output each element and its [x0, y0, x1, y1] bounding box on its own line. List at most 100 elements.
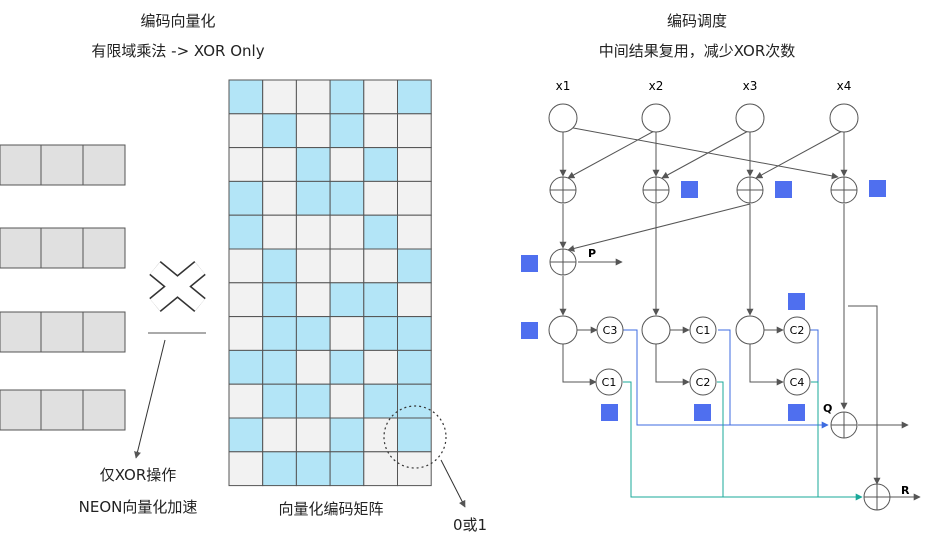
input-node — [735, 103, 765, 133]
blue-square — [775, 181, 792, 198]
note-arrow — [134, 339, 166, 459]
intermediate-node — [548, 315, 578, 345]
schedule-connections — [559, 126, 921, 501]
blue-square — [521, 255, 538, 272]
matrix-label: 向量化编码矩阵 — [278, 500, 383, 518]
coding-matrix — [228, 79, 432, 487]
blue-square — [869, 180, 886, 197]
matrix-cell — [363, 417, 398, 453]
matrix-cell — [262, 451, 297, 487]
coef-node — [596, 316, 624, 344]
matrix-cell — [363, 180, 398, 216]
matrix-cell — [295, 180, 331, 216]
matrix-cell — [228, 180, 264, 216]
matrix-cell — [262, 147, 297, 182]
p-label: P — [588, 247, 596, 260]
matrix-cell — [397, 248, 432, 284]
matrix-cell — [397, 214, 432, 250]
matrix-cell — [397, 417, 432, 453]
matrix-cell — [295, 214, 331, 250]
matrix-cell — [295, 349, 331, 385]
matrix-cell — [228, 248, 264, 284]
matrix-cell — [228, 147, 264, 182]
input-vector — [0, 311, 126, 353]
matrix-cell — [397, 282, 432, 318]
cell-highlight-circle — [383, 405, 447, 469]
coef-label: C2 — [790, 324, 805, 337]
input-vector — [0, 227, 126, 269]
matrix-cell — [262, 214, 297, 250]
coef-label: C2 — [696, 376, 711, 389]
matrix-cell — [397, 180, 432, 216]
intermediate-node — [641, 315, 671, 345]
matrix-cell — [329, 147, 365, 182]
matrix-cell — [329, 113, 365, 149]
input-vector — [0, 389, 126, 431]
matrix-cell — [262, 79, 297, 115]
note-xor-only: 仅XOR操作 — [100, 466, 177, 484]
matrix-cell — [329, 248, 365, 284]
r-connections — [623, 381, 863, 501]
input-vectors — [0, 144, 126, 431]
coef-label: C4 — [790, 376, 805, 389]
matrix-cell — [262, 282, 297, 318]
blue-square — [788, 293, 805, 310]
matrix-cell — [363, 383, 398, 419]
matrix-cell — [397, 147, 432, 182]
matrix-cell — [228, 113, 264, 149]
xor-node — [549, 176, 577, 204]
matrix-cell — [329, 451, 365, 487]
matrix-cell — [262, 417, 297, 453]
matrix-cell — [228, 282, 264, 318]
input-node — [829, 103, 859, 133]
cell-note-arrow — [440, 459, 466, 508]
xor-node-q — [830, 411, 858, 439]
intermediate-node — [735, 315, 765, 345]
blue-square — [788, 404, 805, 421]
xor-node — [736, 176, 764, 204]
input-label-x3: x3 — [743, 79, 758, 93]
matrix-cell — [363, 451, 398, 487]
matrix-cell — [262, 383, 297, 419]
matrix-cell — [363, 248, 398, 284]
matrix-cell — [262, 316, 297, 351]
multiply-icon — [149, 261, 206, 312]
coef-label: C1 — [602, 376, 617, 389]
q-label: Q — [823, 402, 832, 415]
matrix-cell — [228, 79, 264, 115]
matrix-cell — [262, 180, 297, 216]
matrix-cell — [363, 147, 398, 182]
matrix-cell — [397, 79, 432, 115]
matrix-cell — [295, 147, 331, 182]
r-label: R — [901, 484, 910, 497]
matrix-cell — [228, 316, 264, 351]
coef-node — [689, 316, 717, 344]
coef-node — [783, 316, 811, 344]
matrix-cell — [228, 214, 264, 250]
matrix-cell — [329, 214, 365, 250]
matrix-cell — [228, 451, 264, 487]
matrix-cell — [228, 383, 264, 419]
matrix-cell — [329, 349, 365, 385]
matrix-cell — [295, 248, 331, 284]
matrix-cell — [295, 79, 331, 115]
matrix-cell — [363, 282, 398, 318]
matrix-cell — [295, 417, 331, 453]
xor-node-r — [863, 483, 891, 511]
input-label-x4: x4 — [837, 79, 852, 93]
left-subtitle: 有限域乘法 -> XOR Only — [91, 42, 264, 60]
input-node — [641, 103, 671, 133]
input-label-x1: x1 — [556, 79, 571, 93]
matrix-cell — [363, 79, 398, 115]
matrix-cell — [363, 113, 398, 149]
matrix-cell — [295, 282, 331, 318]
matrix-cell — [329, 316, 365, 351]
matrix-cell — [228, 349, 264, 385]
coef-label: C1 — [696, 324, 711, 337]
xor-node — [830, 176, 858, 204]
blue-square — [694, 404, 711, 421]
note-neon: NEON向量化加速 — [79, 498, 198, 516]
matrix-cell — [329, 79, 365, 115]
matrix-cell — [295, 113, 331, 149]
matrix-cell — [295, 316, 331, 351]
